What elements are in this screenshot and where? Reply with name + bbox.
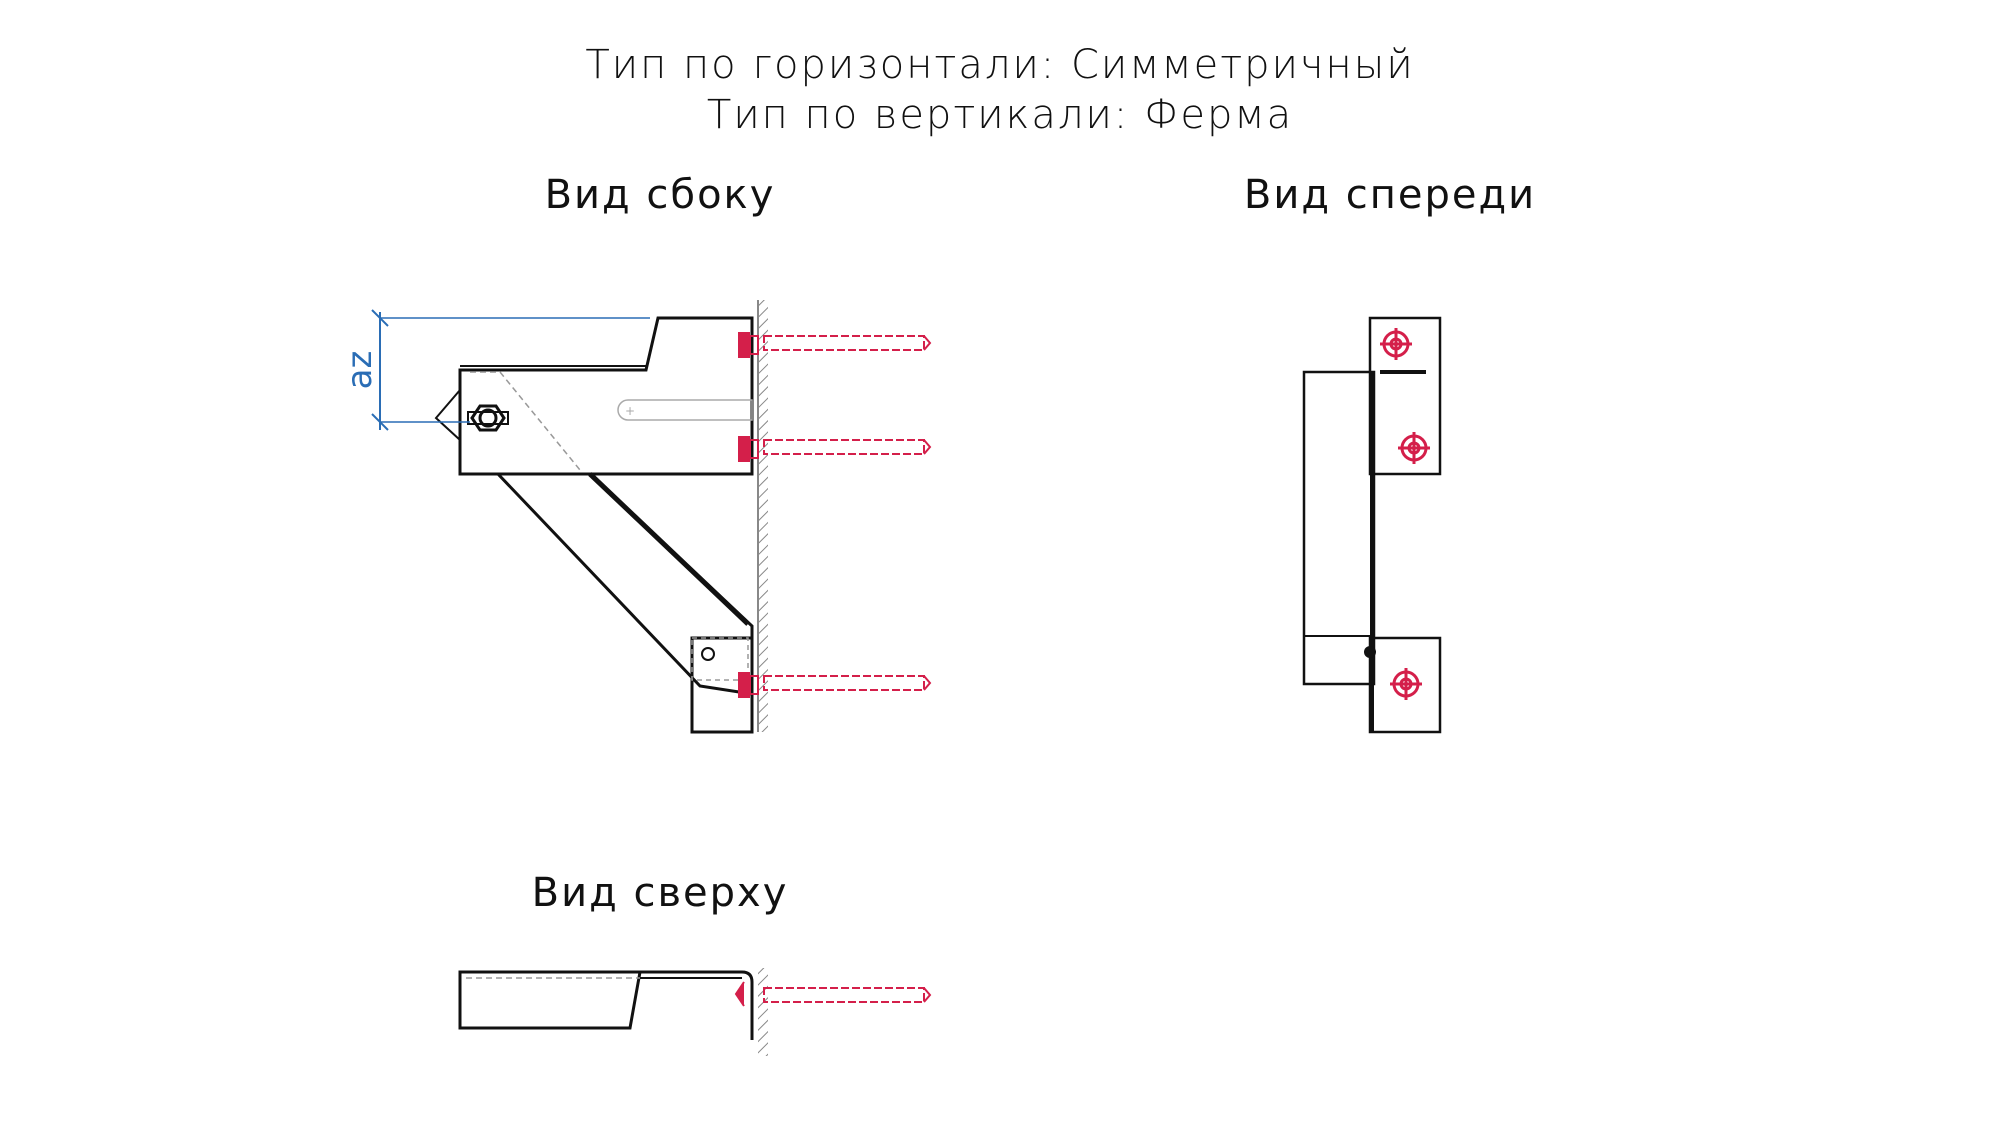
wall-hatch-icon	[758, 968, 768, 1056]
title-vertical-type: Тип по вертикали: Ферма	[706, 92, 1294, 138]
front-strut	[1302, 370, 1376, 686]
az-dimension	[371, 309, 650, 431]
upper-bracket	[458, 316, 754, 476]
front-upper-bracket	[1368, 316, 1442, 476]
side-view-label: Вид сбоку	[544, 172, 776, 218]
anchor-bolt-icon	[738, 436, 932, 462]
top-view	[458, 968, 932, 1056]
top-bracket	[458, 970, 642, 1030]
bolt-crosshair-icon	[1390, 668, 1422, 700]
title-horizontal-type: Тип по горизонтали: Симметричный	[585, 42, 1415, 88]
adjustment-slot	[617, 399, 753, 421]
anchor-bolt-icon	[738, 332, 932, 358]
front-view	[1302, 316, 1442, 734]
hex-nut-icon	[467, 404, 509, 432]
svg-text:+: +	[625, 404, 635, 418]
bolt-crosshair-icon	[1398, 432, 1430, 464]
top-view-label: Вид сверху	[531, 870, 789, 916]
anchor-bolt-icon	[734, 981, 932, 1007]
bolt-crosshair-icon	[1380, 328, 1412, 360]
anchor-bolt-icon	[738, 672, 932, 698]
front-view-label: Вид спереди	[1243, 172, 1537, 218]
wall-hatch-icon	[758, 300, 768, 732]
side-view: +	[371, 300, 932, 734]
